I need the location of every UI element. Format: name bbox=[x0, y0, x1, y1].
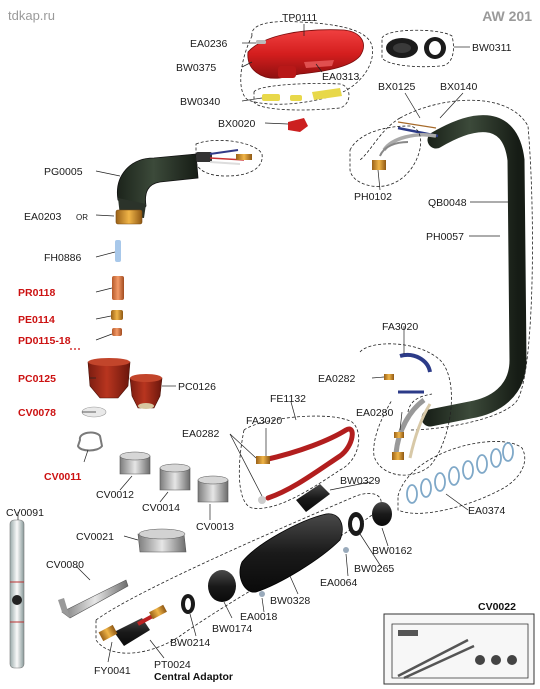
part-label: FE1132 bbox=[270, 393, 306, 405]
handle-red bbox=[247, 29, 364, 79]
kit-box-cv0022 bbox=[383, 613, 535, 685]
clamp-bw0329 bbox=[296, 484, 330, 512]
part-label: PC0125 bbox=[18, 373, 56, 385]
part-label: FA3020 bbox=[246, 415, 282, 427]
part-label: BW0162 bbox=[372, 545, 412, 557]
swirl-ring-pe0114 bbox=[111, 310, 123, 320]
standoff-cv0091 bbox=[9, 519, 25, 669]
part-label: TP0111 bbox=[282, 12, 317, 24]
part-label: BW0340 bbox=[180, 96, 220, 108]
part-label: CV0011 bbox=[44, 471, 82, 483]
part-label: BW0329 bbox=[340, 475, 380, 487]
part-label: CV0013 bbox=[196, 521, 234, 533]
part-label: BW0214 bbox=[170, 637, 210, 649]
tip-pd0115-18 bbox=[112, 328, 122, 336]
part-label: EA0236 bbox=[190, 38, 228, 50]
part-label: BW0328 bbox=[270, 595, 310, 607]
part-label: FH0886 bbox=[44, 252, 82, 264]
microswitch-part bbox=[262, 94, 280, 101]
part-label: BW0174 bbox=[212, 623, 252, 635]
part-label: EA0282 bbox=[182, 428, 220, 440]
fitting-ea0280 bbox=[394, 432, 404, 438]
part-label: PC0126 bbox=[178, 381, 216, 393]
part-label: EA0280 bbox=[356, 407, 394, 419]
spring-ea0374 bbox=[406, 442, 514, 504]
part-label: BW0375 bbox=[176, 62, 216, 74]
part-label: EA0313 bbox=[322, 71, 360, 83]
part-label: BW0265 bbox=[354, 563, 394, 575]
site-name: tdkap.ru bbox=[8, 8, 55, 23]
guide-cv0080 bbox=[61, 579, 129, 619]
part-label: CV0021 bbox=[76, 531, 114, 543]
part-label: PH0057 bbox=[426, 231, 464, 243]
small-spring-ea0236 bbox=[256, 40, 266, 44]
hose-qb0048 bbox=[421, 115, 527, 427]
model-number: AW 201 bbox=[482, 8, 532, 24]
screw-ea0064 bbox=[343, 547, 349, 553]
clip-bx0020 bbox=[288, 118, 308, 132]
fitting-ea0282 bbox=[384, 374, 394, 380]
part-label: FA3020 bbox=[382, 321, 418, 333]
handle-body-bw0328 bbox=[239, 513, 343, 593]
part-label: CV0014 bbox=[142, 502, 180, 514]
part-label: Central Adaptor bbox=[154, 671, 233, 683]
part-label: EA0064 bbox=[320, 577, 358, 589]
gas-nipple bbox=[236, 154, 252, 160]
screw-ea0018 bbox=[259, 591, 265, 597]
electrode-fh0886 bbox=[115, 240, 121, 262]
part-label: CV0022 bbox=[478, 601, 516, 613]
shield-cup-pc0125 bbox=[87, 361, 131, 399]
part-label: EA0203 bbox=[24, 211, 62, 223]
part-label: BX0125 bbox=[378, 81, 416, 93]
part-label: BW0311 bbox=[472, 42, 512, 54]
handle-trigger bbox=[278, 66, 296, 78]
part-label: PG0005 bbox=[44, 166, 83, 178]
part-label: PR0118 bbox=[18, 287, 56, 299]
power-cable-fe1132 bbox=[261, 426, 355, 501]
part-label: PD0115-18 bbox=[18, 335, 71, 347]
part-label: CV0012 bbox=[96, 489, 134, 501]
part-label: OR bbox=[76, 213, 88, 222]
nut-bw0174 bbox=[208, 570, 236, 602]
part-label: CV0080 bbox=[46, 559, 84, 571]
spring-cv0011 bbox=[76, 431, 104, 452]
part-label: CV0078 bbox=[18, 407, 56, 419]
part-label: CV0091 bbox=[6, 507, 44, 519]
part-label: PE0114 bbox=[18, 314, 55, 326]
part-label: FY0041 bbox=[94, 665, 131, 677]
electrode-pr0118 bbox=[112, 276, 124, 300]
central-adaptor-fy0041 bbox=[114, 618, 150, 646]
part-label: QB0048 bbox=[428, 197, 467, 209]
microswitch-part bbox=[290, 95, 302, 101]
torch-head-brass-ea0203 bbox=[115, 209, 143, 225]
part-label: BX0140 bbox=[440, 81, 478, 93]
torch-neck-pg0005 bbox=[116, 153, 199, 215]
part-label: PH0102 bbox=[354, 191, 392, 203]
part-label: BX0020 bbox=[218, 118, 256, 130]
microswitch-part bbox=[312, 88, 342, 100]
fitting-ph0102 bbox=[372, 160, 386, 170]
part-label: EA0282 bbox=[318, 373, 356, 385]
part-label: PT0024 bbox=[154, 659, 191, 671]
handle-lever-ea0313 bbox=[304, 60, 334, 68]
part-label: EA0018 bbox=[240, 611, 278, 623]
nut-bw0162 bbox=[372, 502, 392, 526]
part-labels: TP0111 EA0236 BW0375 EA0313 BW0340 BX002… bbox=[6, 12, 516, 683]
part-label: EA0374 bbox=[468, 505, 506, 517]
